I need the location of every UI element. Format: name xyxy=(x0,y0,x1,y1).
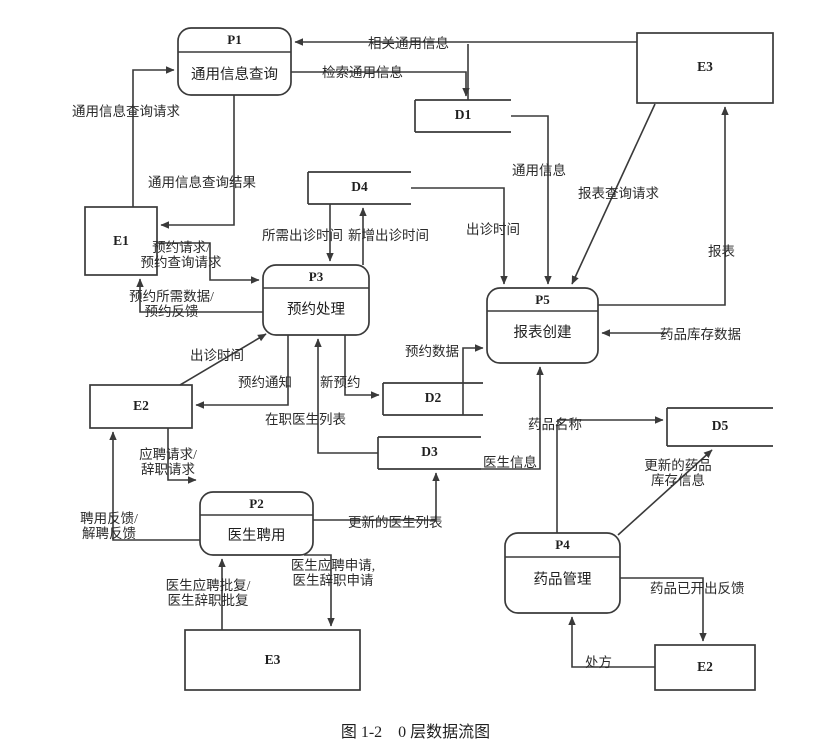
flow-jiansuo-tongyong xyxy=(291,71,470,97)
flow-baobiao-chaxun xyxy=(571,103,656,285)
store-d4-shape xyxy=(307,171,411,205)
flow-yaopin-kaichu xyxy=(620,577,707,642)
store-d1-id: D1 xyxy=(454,107,472,122)
process-p4-name: 药品管理 xyxy=(533,572,592,588)
flow-label-suoxu-chuzhen: 所需出诊时间 xyxy=(262,228,343,243)
entity-e2-bottom-shape xyxy=(654,644,756,691)
flow-label-baobiao-chaxun: 报表查询请求 xyxy=(578,186,659,201)
process-p5-name: 报表创建 xyxy=(513,325,572,341)
flow-label-jiansuo-tongyong: 检索通用信息 xyxy=(322,65,403,80)
flow-label-chaxun-jieguo: 通用信息查询结果 xyxy=(148,175,256,190)
entity-e2-left-id: E2 xyxy=(133,398,149,413)
store-d5-shape xyxy=(666,407,773,447)
entity-e3-bottom-id: E3 xyxy=(264,652,281,667)
entity-e3-top-shape xyxy=(636,32,774,104)
store-d5-id: D5 xyxy=(711,418,729,433)
flow-chuzhen-shijian-to-p5 xyxy=(411,187,508,285)
flow-chaxun-qingqiu xyxy=(132,66,175,207)
flow-yisheng-xinxi xyxy=(481,366,544,470)
flow-label-yisheng-shenqing: 医生应聘申请, 医生辞职申请 xyxy=(290,558,376,588)
flow-yuyue-shuju xyxy=(462,344,484,415)
flow-gengxin-yaopin xyxy=(617,449,713,536)
process-p5-id: P5 xyxy=(535,292,550,307)
process-p3-id: P3 xyxy=(308,269,324,284)
store-d4-id: D4 xyxy=(351,179,368,194)
flow-label-chuzhen-shijian-2: 出诊时间 xyxy=(190,348,244,363)
flow-zaizhi-yisheng xyxy=(314,338,378,454)
flow-label-yaopin-kucun: 药品库存数据 xyxy=(660,327,741,342)
flow-label-chaxun-qingqiu: 通用信息查询请求 xyxy=(72,104,180,119)
process-p4-id: P4 xyxy=(555,537,570,552)
flow-yaopin-mingcheng-to-d5 xyxy=(557,416,664,424)
flow-label-gengxin-yaopin: 更新的药品 库存信息 xyxy=(644,458,712,488)
flow-label-yuyue-tongzhi: 预约通知 xyxy=(238,375,292,390)
flow-pinyong-fankui xyxy=(109,431,200,541)
flow-label-yisheng-pifu: 医生应聘批复/ 医生辞职批复 xyxy=(165,578,251,608)
flow-label-gengxin-yisheng: 更新的医生列表 xyxy=(348,515,443,530)
flow-yuyue-qingqiu xyxy=(157,242,260,284)
flow-xin-yuyue xyxy=(344,335,380,399)
flow-label-xin-yuyue: 新预约 xyxy=(320,375,361,390)
store-d2-shape xyxy=(382,382,483,416)
flow-baobiao xyxy=(598,106,729,306)
flow-label-yuyue-qingqiu: 预约请求/ 预约查询请求 xyxy=(140,240,222,270)
figure-caption: 图 1-2 0 层数据流图 xyxy=(340,724,491,741)
store-d3-id: D3 xyxy=(421,444,438,459)
flow-label-chufang: 处方 xyxy=(585,655,612,670)
flow-yisheng-shenqing xyxy=(304,554,335,627)
process-p1-shape xyxy=(177,27,292,96)
flow-label-xiangguan-tongyong: 相关通用信息 xyxy=(368,36,449,51)
process-p1-name: 通用信息查询 xyxy=(191,67,278,83)
flow-label-xinzeng-chuzhen: 新增出诊时间 xyxy=(348,228,429,243)
entity-e1-shape xyxy=(84,206,158,276)
store-d2-id: D2 xyxy=(424,390,442,405)
flow-label-tongyong-xinxi: 通用信息 xyxy=(512,163,566,178)
process-p1-id: P1 xyxy=(227,32,242,47)
flow-label-yisheng-xinxi: 医生信息 xyxy=(483,455,537,470)
flow-chuzhen-shijian-e2 xyxy=(179,333,267,386)
process-p4-shape xyxy=(504,532,621,614)
process-p3-name: 预约处理 xyxy=(287,302,345,318)
entity-e3-top-id: E3 xyxy=(697,59,713,74)
process-p5-shape xyxy=(486,287,599,364)
flow-label-pinyong-fankui: 聘用反馈/ 解聘反馈 xyxy=(80,511,138,541)
flow-yuyue-shuju-fankui xyxy=(136,278,263,313)
flow-yingpin-cizhi xyxy=(167,428,197,484)
flow-chufang xyxy=(568,616,655,668)
flow-label-chuzhen-shijian-1: 出诊时间 xyxy=(466,222,520,237)
process-p3-shape xyxy=(262,264,370,336)
process-p2-id: P2 xyxy=(249,496,264,511)
flow-label-yingpin-cizhi: 应聘请求/ 辞职请求 xyxy=(139,447,197,477)
entity-e2-bottom-id: E2 xyxy=(697,659,713,674)
flow-label-baobiao: 报表 xyxy=(708,244,735,259)
process-p2-shape xyxy=(199,491,314,556)
flow-gengxin-yisheng xyxy=(313,472,440,521)
flow-label-yaopin-mingcheng: 药品名称 xyxy=(528,417,582,432)
flow-label-zaizhi-yisheng: 在职医生列表 xyxy=(265,412,346,427)
flow-tongyong-xinxi xyxy=(511,115,552,285)
entity-e2-left-shape xyxy=(89,384,193,429)
store-d1-shape xyxy=(414,99,511,133)
flow-yuyue-tongzhi xyxy=(195,335,289,409)
process-p2-name: 医生聘用 xyxy=(227,528,286,544)
entity-e3-bottom-shape xyxy=(184,629,361,691)
flow-chaxun-jieguo xyxy=(160,95,235,229)
flow-label-yaopin-kaichu: 药品已开出反馈 xyxy=(650,581,745,596)
entity-e1-id: E1 xyxy=(113,233,129,248)
flow-label-yuyue-shuju: 预约数据 xyxy=(405,344,459,359)
flow-label-yuyue-shuju-fankui: 预约所需数据/ 预约反馈 xyxy=(129,289,214,319)
